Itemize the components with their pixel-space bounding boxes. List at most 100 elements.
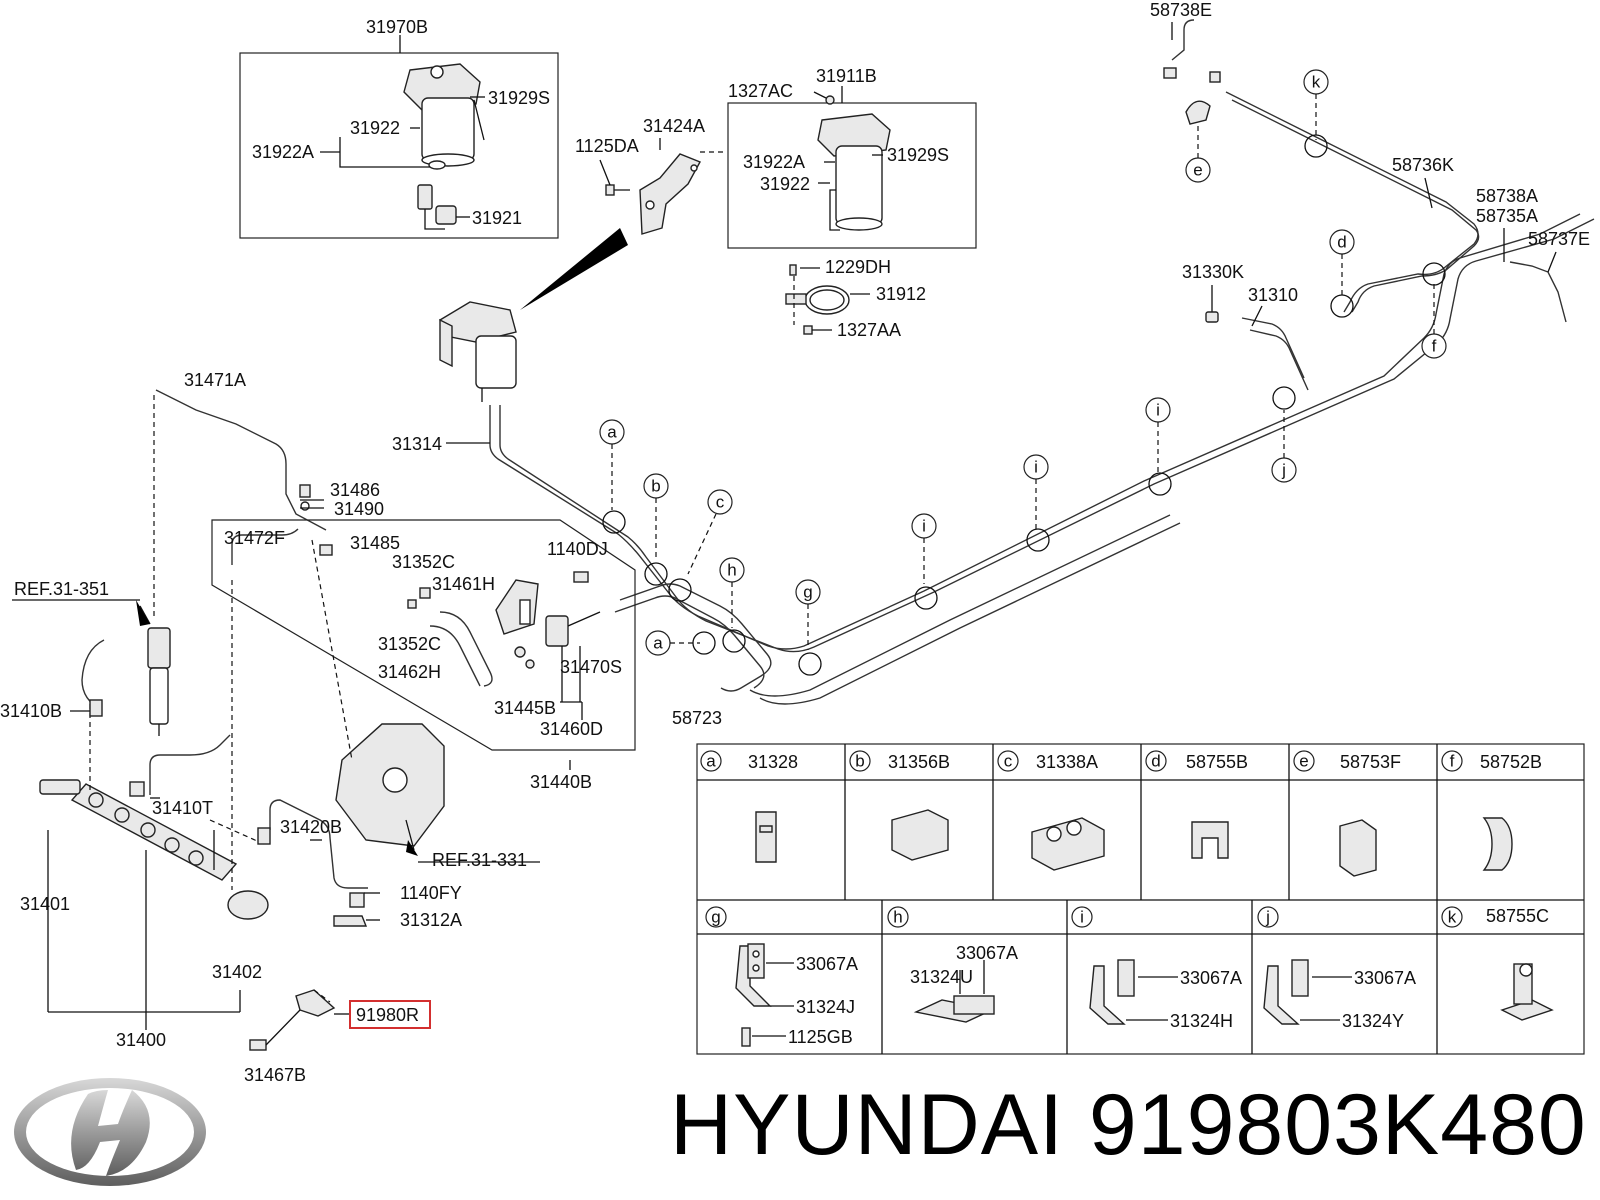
fuel-filter-assembly-right	[727, 86, 977, 249]
pump-group	[211, 484, 636, 927]
table-key-c: c	[1004, 752, 1013, 771]
label-31912: 31912	[876, 284, 926, 304]
label-1327AA: 1327AA	[837, 320, 901, 340]
highlight-box-91980R	[349, 1000, 431, 1029]
callout-e-1: e	[1193, 161, 1202, 180]
label-1125DA: 1125DA	[575, 136, 639, 156]
brand-caption: HYUNDAI 919803K480	[670, 1077, 1587, 1173]
table-part-h-33067A: 33067A	[956, 943, 1018, 963]
table-key-i: i	[1080, 908, 1084, 927]
label-31922A-left: 31922A	[252, 142, 314, 162]
label-31472F: 31472F	[224, 528, 285, 548]
clamp-31912	[785, 264, 870, 335]
label-1140FY: 1140FY	[400, 883, 462, 903]
table-part-31328: 31328	[748, 752, 798, 772]
table-part-g-33067A: 33067A	[796, 954, 858, 974]
table-part-58753F: 58753F	[1340, 752, 1401, 772]
callout-a-1: a	[607, 423, 617, 442]
label-31352C-bottom: 31352C	[378, 634, 441, 654]
fuel-lines	[81, 19, 1595, 889]
label-REF31-331: REF.31-331	[432, 850, 527, 870]
fuel-filter-assembly-left	[239, 35, 559, 239]
table-part-1125GB: 1125GB	[788, 1027, 853, 1047]
label-58736K: 58736K	[1392, 155, 1454, 175]
label-31970B: 31970B	[366, 17, 428, 37]
label-91980R[interactable]: 91980R	[356, 1005, 419, 1025]
table-part-31338A: 31338A	[1036, 752, 1098, 772]
label-58738E: 58738E	[1150, 0, 1212, 20]
callout-b-1: b	[651, 477, 660, 496]
table-part-31324J: 31324J	[796, 997, 855, 1017]
label-58723: 58723	[672, 708, 722, 728]
table-key-a: a	[706, 752, 716, 771]
label-31461H: 31461H	[432, 574, 495, 594]
clip-drawing-d	[1191, 821, 1229, 859]
label-31330K: 31330K	[1182, 262, 1244, 282]
label-1327AC: 1327AC	[728, 81, 793, 101]
callout-j-1: j	[1281, 461, 1286, 480]
clip-drawing-a	[755, 811, 777, 863]
callout-h-1: h	[727, 561, 736, 580]
label-31312A: 31312A	[400, 910, 462, 930]
label-31486: 31486	[330, 480, 380, 500]
label-31314: 31314	[392, 434, 442, 454]
label-31445B: 31445B	[494, 698, 556, 718]
clip-drawing-f	[1482, 817, 1513, 871]
label-31470S: 31470S	[560, 657, 622, 677]
bracket-91980R	[249, 989, 350, 1051]
table-part-j-33067A: 33067A	[1354, 968, 1416, 988]
table-key-d: d	[1151, 752, 1160, 771]
table-key-h: h	[893, 908, 902, 927]
label-31922-right: 31922	[760, 174, 810, 194]
clip-drawing-b	[891, 809, 949, 861]
label-31401: 31401	[20, 894, 70, 914]
hyundai-logo	[14, 1078, 206, 1186]
label-31402: 31402	[212, 962, 262, 982]
table-key-b: b	[855, 752, 864, 771]
label-58738A: 58738A	[1476, 186, 1538, 206]
table-key-e: e	[1299, 752, 1308, 771]
table-part-31324H: 31324H	[1170, 1011, 1233, 1031]
label-31911B: 31911B	[816, 66, 877, 86]
label-31420B: 31420B	[280, 817, 342, 837]
label-31471A: 31471A	[184, 370, 246, 390]
callout-i-2: i	[1034, 458, 1038, 477]
clip-drawing-e	[1339, 819, 1377, 877]
callout-c-1: c	[716, 493, 725, 512]
callout-f-1: f	[1432, 337, 1437, 356]
label-31921: 31921	[472, 208, 522, 228]
table-part-i-33067A: 33067A	[1180, 968, 1242, 988]
label-31400: 31400	[116, 1030, 166, 1050]
label-31922A-right: 31922A	[743, 152, 805, 172]
label-1229DH: 1229DH	[825, 257, 891, 277]
callout-d-1: d	[1337, 233, 1346, 252]
label-31310: 31310	[1248, 285, 1298, 305]
label-58735A: 58735A	[1476, 206, 1538, 226]
label-1140DJ: 1140DJ	[547, 539, 608, 559]
table-part-31324Y: 31324Y	[1342, 1011, 1404, 1031]
injector-rail	[12, 395, 271, 1030]
table-key-f: f	[1450, 752, 1455, 771]
callout-i-1: i	[922, 517, 926, 536]
callout-g-1: g	[803, 583, 812, 602]
label-31424A: 31424A	[643, 116, 705, 136]
label-31922-left: 31922	[350, 118, 400, 138]
label-31410T: 31410T	[152, 798, 213, 818]
table-part-58752B: 58752B	[1480, 752, 1542, 772]
callout-i-3: i	[1156, 401, 1160, 420]
table-key-k: k	[1448, 908, 1457, 927]
label-31440B: 31440B	[530, 772, 592, 792]
label-31410B: 31410B	[0, 701, 62, 721]
parts-table: a 31328 b 31356B c 31338A d 58755B e 587…	[696, 743, 1585, 1055]
filter-mounted	[439, 301, 517, 402]
label-58737E: 58737E	[1528, 229, 1590, 249]
label-31929S-left: 31929S	[488, 88, 550, 108]
callout-a-2: a	[653, 634, 663, 653]
bracket-31424A	[599, 138, 725, 235]
label-31352C-top: 31352C	[392, 552, 455, 572]
table-part-58755B: 58755B	[1186, 752, 1248, 772]
table-key-j: j	[1265, 908, 1270, 927]
table-part-58755C: 58755C	[1486, 906, 1549, 926]
label-31460D: 31460D	[540, 719, 603, 739]
